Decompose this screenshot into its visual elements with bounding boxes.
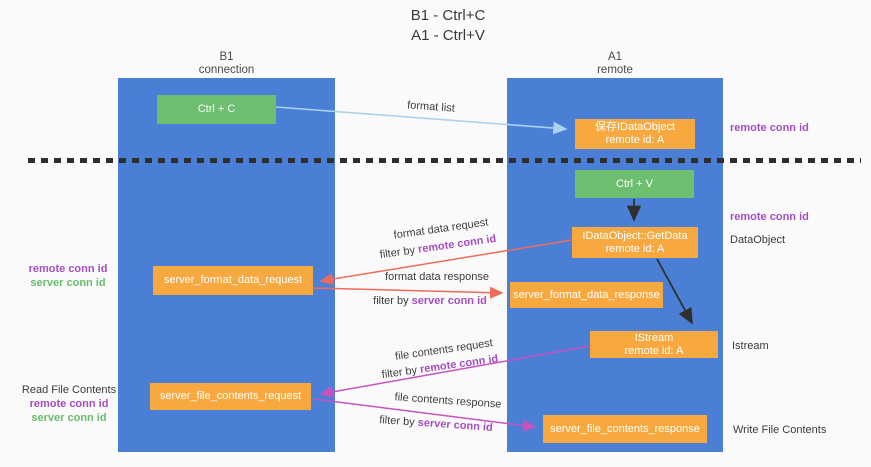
title-line-2: A1 - Ctrl+V (411, 27, 485, 44)
filter-by-text: filter by (381, 363, 421, 382)
edge-label-format-data-response: format data response (385, 271, 489, 283)
filter-by-text: filter by (379, 243, 419, 262)
node-server-file-contents-response: server_file_contents_response (543, 415, 707, 443)
node-save-idataobject-line2: remote id: A (605, 134, 665, 146)
node-server-format-data-request: server_format_data_request (153, 266, 313, 295)
right-label-remote-conn-id-2: remote conn id (730, 211, 809, 223)
node-ctrl-c: Ctrl + C (157, 95, 276, 124)
left-label-stack-format: remote conn id server conn id (18, 262, 118, 290)
left-remote-conn-id-2: remote conn id (29, 398, 109, 410)
node-istream: IStream remote id: A (590, 331, 718, 358)
right-label-write-file-contents: Write File Contents (733, 424, 827, 436)
title-line-1: B1 - Ctrl+C (410, 7, 486, 24)
node-getdata-line2: remote id: A (605, 242, 665, 255)
node-server-file-contents-request: server_file_contents_request (150, 383, 311, 410)
node-format-request-label: server_format_data_request (163, 274, 303, 286)
node-istream-line2: remote id: A (624, 344, 684, 357)
node-file-request-label: server_file_contents_request (159, 390, 302, 402)
node-istream-line1: IStream (634, 331, 674, 344)
right-label-istream: Istream (732, 340, 769, 352)
left-server-conn-id-1: server conn id (30, 277, 106, 289)
node-getdata-line1: IDataObject::GetData (582, 229, 688, 242)
diagram-title: B1 - Ctrl+C A1 - Ctrl+V (298, 6, 598, 46)
right-label-remote-conn-id-1: remote conn id (730, 122, 809, 134)
filter-by-text: filter by (378, 414, 419, 429)
arrow-format-data-response (313, 286, 504, 299)
column-b1-name: B1 (219, 51, 234, 63)
server-conn-id-text: server conn id (411, 295, 487, 307)
node-ctrl-v-label: Ctrl + V (616, 177, 653, 190)
filter-by-text: filter by (373, 295, 412, 307)
node-idataobject-getdata: IDataObject::GetData remote id: A (572, 227, 698, 258)
edge-label-file-contents-response: file contents response (394, 391, 502, 411)
node-ctrl-c-label: Ctrl + C (197, 103, 236, 115)
left-label-stack-file: Read File Contents remote conn id server… (14, 383, 124, 425)
edge-label-filter-server-1: filter by server conn id (373, 295, 487, 307)
server-conn-id-text: server conn id (417, 416, 494, 434)
column-header-b1: B1 connection (118, 51, 335, 77)
column-b1-subtitle: connection (198, 64, 255, 76)
node-format-response-label: server_format_data_response (513, 288, 660, 301)
column-a1-name: A1 (607, 51, 623, 63)
edge-label-format-list: format list (406, 99, 456, 115)
node-save-idataobject-line1: 保存IDataObject (594, 121, 676, 133)
phase-divider-dashed-line (28, 158, 861, 163)
node-ctrl-v: Ctrl + V (575, 170, 694, 198)
column-header-a1: A1 remote (507, 51, 723, 77)
right-label-dataobject: DataObject (730, 234, 786, 246)
left-remote-conn-id-1: remote conn id (28, 263, 108, 275)
node-save-idataobject: 保存IDataObject remote id: A (575, 119, 695, 149)
column-a1-subtitle: remote (597, 64, 633, 76)
edge-label-filter-server-2: filter by server conn id (379, 414, 493, 434)
left-server-conn-id-2: server conn id (31, 412, 107, 424)
left-read-file-contents: Read File Contents (21, 384, 117, 396)
node-file-response-label: server_file_contents_response (550, 422, 700, 435)
node-server-format-data-response: server_format_data_response (510, 282, 663, 308)
